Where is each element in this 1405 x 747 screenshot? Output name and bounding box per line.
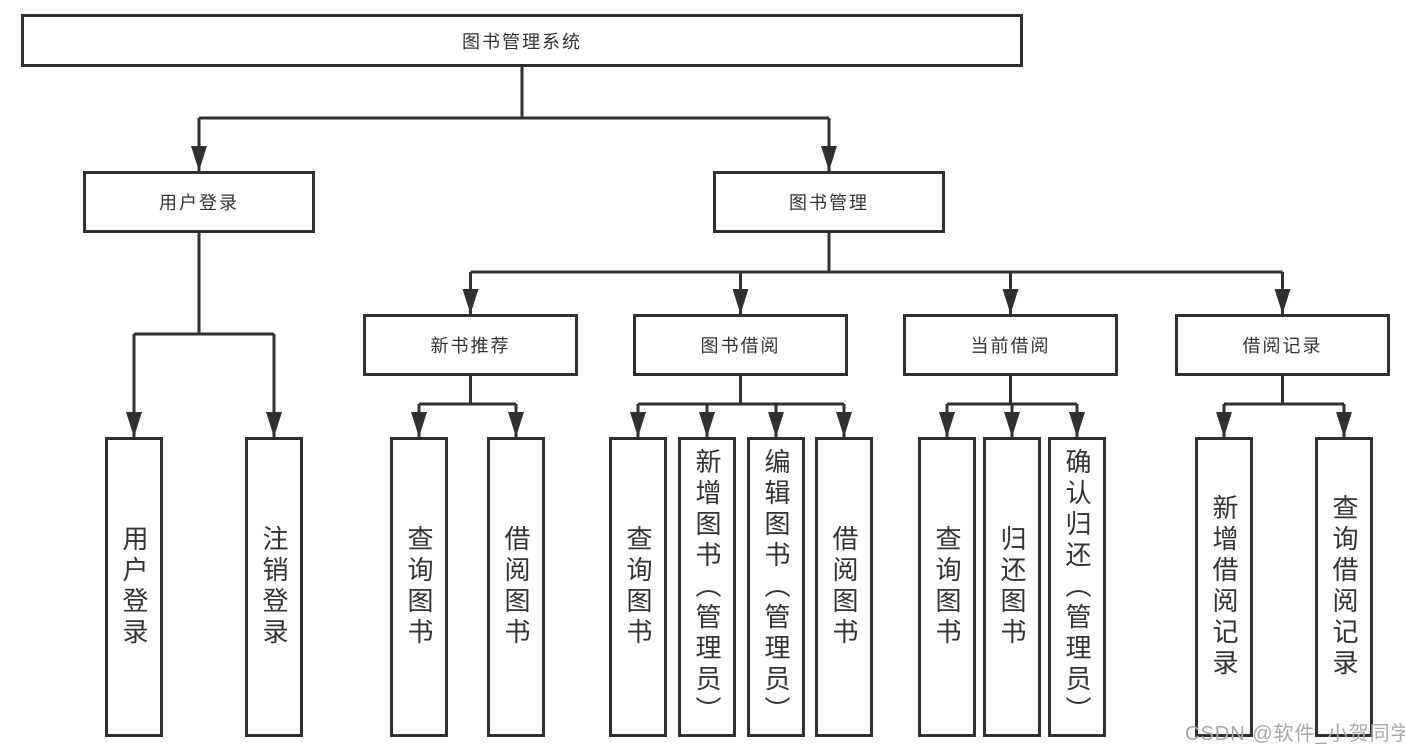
arrowheads: [126, 146, 1352, 437]
connector-user-login-to-leaves: [132, 233, 276, 437]
node-book-management: 图书管理: [713, 171, 945, 233]
leaf-borrow-books-newbooks: 借阅图书: [487, 437, 545, 737]
node-library-management-system: 图书管理系统: [21, 14, 1023, 67]
node-label: 用户登录: [159, 193, 239, 213]
leaf-logout: 注销登录: [245, 437, 303, 737]
node-label: 图书借阅: [700, 336, 781, 356]
node-user-login: 用户登录: [83, 171, 315, 233]
leaf-label: 查询图书: [404, 525, 434, 649]
leaf-label: 注销登录: [259, 525, 289, 649]
leaf-borrow-books: 借阅图书: [815, 437, 873, 737]
node-label: 当前借阅: [970, 336, 1051, 356]
node-label: 图书管理系统: [462, 31, 582, 52]
connector-new-books-to-leaves: [417, 376, 518, 437]
leaf-label: 查询图书: [932, 525, 962, 649]
leaf-label: 查询图书: [623, 525, 653, 649]
leaf-label: 借阅图书: [501, 525, 531, 649]
leaf-query-books-newbooks: 查询图书: [390, 437, 448, 737]
node-label: 图书管理: [789, 193, 869, 213]
leaf-edit-books-admin: 编辑图书（管理员）: [747, 437, 805, 737]
node-book-borrowing: 图书借阅: [633, 314, 848, 376]
leaf-label: 新增图书（管理员）: [692, 447, 722, 727]
leaf-label: 归还图书: [997, 525, 1027, 649]
node-borrowing-records: 借阅记录: [1175, 314, 1390, 376]
connector-book-borrow-to-leaves: [636, 376, 846, 437]
leaf-label: 新增借阅记录: [1209, 494, 1239, 680]
connector-root-to-level2: [197, 66, 831, 171]
leaf-user-login: 用户登录: [105, 437, 163, 737]
connector-borrow-records-to-leaves: [1222, 376, 1346, 437]
leaf-add-books-admin: 新增图书（管理员）: [678, 437, 736, 737]
leaf-add-borrow-record: 新增借阅记录: [1195, 437, 1253, 737]
leaf-return-books: 归还图书: [983, 437, 1041, 737]
leaf-label: 编辑图书（管理员）: [761, 447, 791, 727]
leaf-query-books-current: 查询图书: [918, 437, 976, 737]
leaf-confirm-return-admin: 确认归还（管理员）: [1048, 437, 1106, 737]
node-new-book-recommendation: 新书推荐: [363, 314, 578, 376]
csdn-watermark: CSDN @软件_小贺同学: [1185, 723, 1405, 745]
connector-book-mgmt-to-level3: [469, 233, 1284, 314]
leaf-label: 借阅图书: [829, 525, 859, 649]
leaf-label: 查询借阅记录: [1329, 494, 1359, 680]
node-label: 借阅记录: [1242, 336, 1323, 356]
leaf-query-books-borrow: 查询图书: [609, 437, 667, 737]
node-label: 新书推荐: [430, 336, 511, 356]
leaf-label: 确认归还（管理员）: [1062, 447, 1092, 727]
leaf-query-borrow-record: 查询借阅记录: [1315, 437, 1373, 737]
node-current-borrowing: 当前借阅: [903, 314, 1118, 376]
leaf-label: 用户登录: [119, 525, 149, 649]
